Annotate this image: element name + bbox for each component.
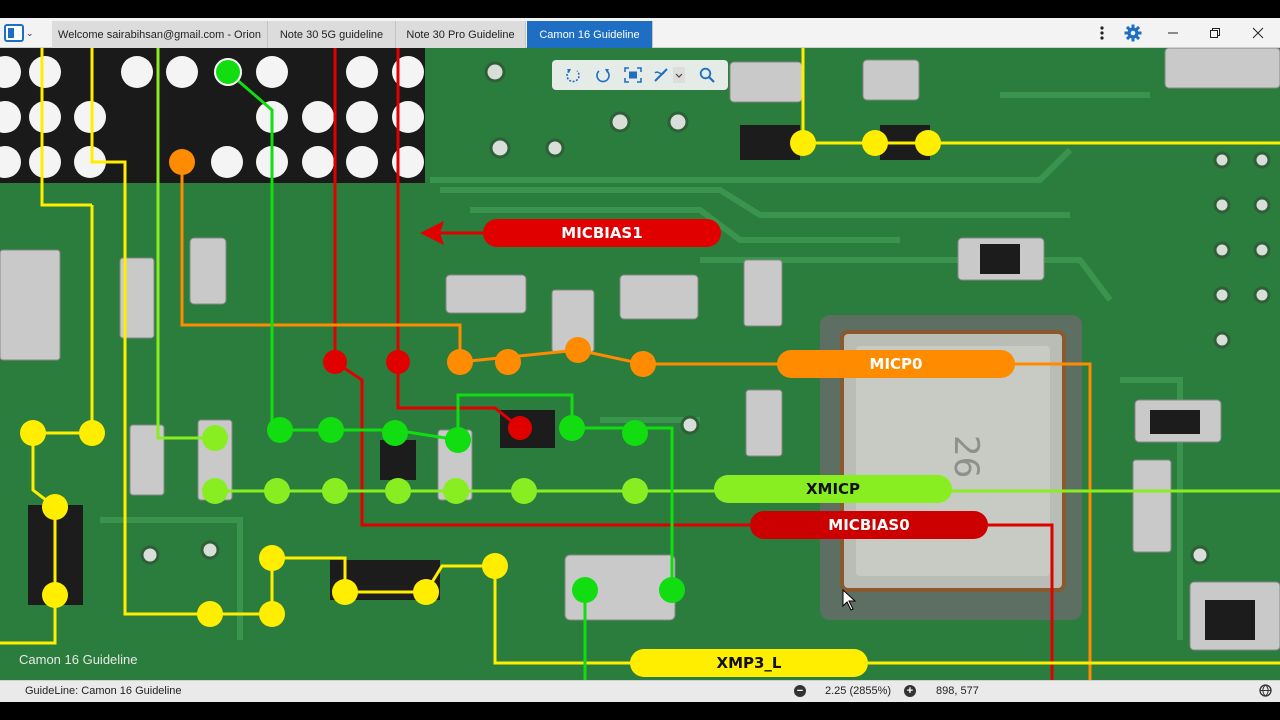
net-label-xmp3-l-bg	[630, 649, 868, 677]
net-label-micp0[interactable]: MICP0	[870, 355, 923, 373]
rotate-right-button[interactable]	[593, 65, 613, 85]
app-menu-icon	[4, 24, 24, 42]
tab-camon16[interactable]: Camon 16 Guideline	[527, 21, 653, 48]
net-label-xmicp[interactable]: XMICP	[806, 480, 860, 498]
title-bar: ⌄ Welcome sairabihsan@gmail.com - Orion …	[0, 18, 1280, 48]
close-button[interactable]	[1238, 18, 1278, 48]
zoom-out-button[interactable]: −	[794, 685, 806, 697]
bottom-black-border	[0, 702, 1280, 720]
more-vert-icon	[1100, 26, 1104, 40]
tab-welcome[interactable]: Welcome sairabihsan@gmail.com - Orion	[52, 21, 268, 48]
search-button[interactable]	[697, 65, 717, 85]
status-bar: GuideLine: Camon 16 Guideline − 2.25 (28…	[0, 680, 1280, 702]
search-icon	[699, 67, 715, 83]
pcb-board-image: 26	[0, 48, 1280, 680]
crystal-marking: 26	[946, 435, 986, 478]
chevron-down-icon: ⌄	[26, 27, 34, 38]
net-label-micbias1-bg	[483, 219, 721, 247]
view-toolbar	[552, 60, 728, 90]
net-label-xmp3-l[interactable]: XMP3_L	[717, 654, 782, 672]
net-label-xmicp-bg	[714, 475, 952, 503]
maximize-button[interactable]	[1195, 18, 1235, 48]
net-label-micbias0[interactable]: MICBIAS0	[828, 516, 909, 534]
tab-note30-pro[interactable]: Note 30 Pro Guideline	[396, 21, 526, 48]
zoom-level: 2.25 (2855%)	[825, 685, 892, 697]
tab-note30-5g[interactable]: Note 30 5G guideline	[268, 21, 396, 48]
network-icon	[1259, 684, 1272, 697]
pcb-viewport[interactable]: 26	[0, 48, 1280, 680]
fit-screen-icon	[624, 67, 642, 83]
settings-gear-icon	[1124, 24, 1142, 42]
guideline-watermark: Camon 16 Guideline	[19, 652, 138, 667]
rotate-left-button[interactable]	[563, 65, 583, 85]
maximize-icon	[1210, 28, 1220, 38]
zoom-in-button[interactable]: +	[904, 685, 916, 697]
fit-screen-button[interactable]	[623, 65, 643, 85]
net-label-micp0-bg	[777, 350, 1015, 378]
draw-tool-icon	[654, 67, 685, 83]
top-black-border	[0, 0, 1280, 18]
app-menu-button[interactable]: ⌄	[4, 22, 42, 44]
mouse-cursor-icon	[842, 588, 857, 611]
close-icon	[1252, 27, 1264, 39]
minimize-button[interactable]	[1153, 18, 1193, 48]
settings-button[interactable]	[1113, 18, 1153, 48]
zoom-in-icon: +	[906, 685, 914, 697]
rotate-left-icon	[566, 69, 580, 83]
net-label-micbias0-bg	[750, 511, 988, 539]
cursor-coordinates: 898, 577	[936, 685, 979, 697]
minimize-icon	[1168, 32, 1178, 34]
draw-tool-button[interactable]	[653, 65, 687, 85]
more-options-button[interactable]	[1082, 18, 1122, 48]
rotate-right-icon	[596, 69, 610, 83]
zoom-out-icon: −	[796, 685, 804, 697]
net-label-micbias1[interactable]: MICBIAS1	[561, 224, 642, 242]
network-button[interactable]	[1259, 684, 1272, 700]
status-guideline: GuideLine: Camon 16 Guideline	[25, 685, 182, 697]
